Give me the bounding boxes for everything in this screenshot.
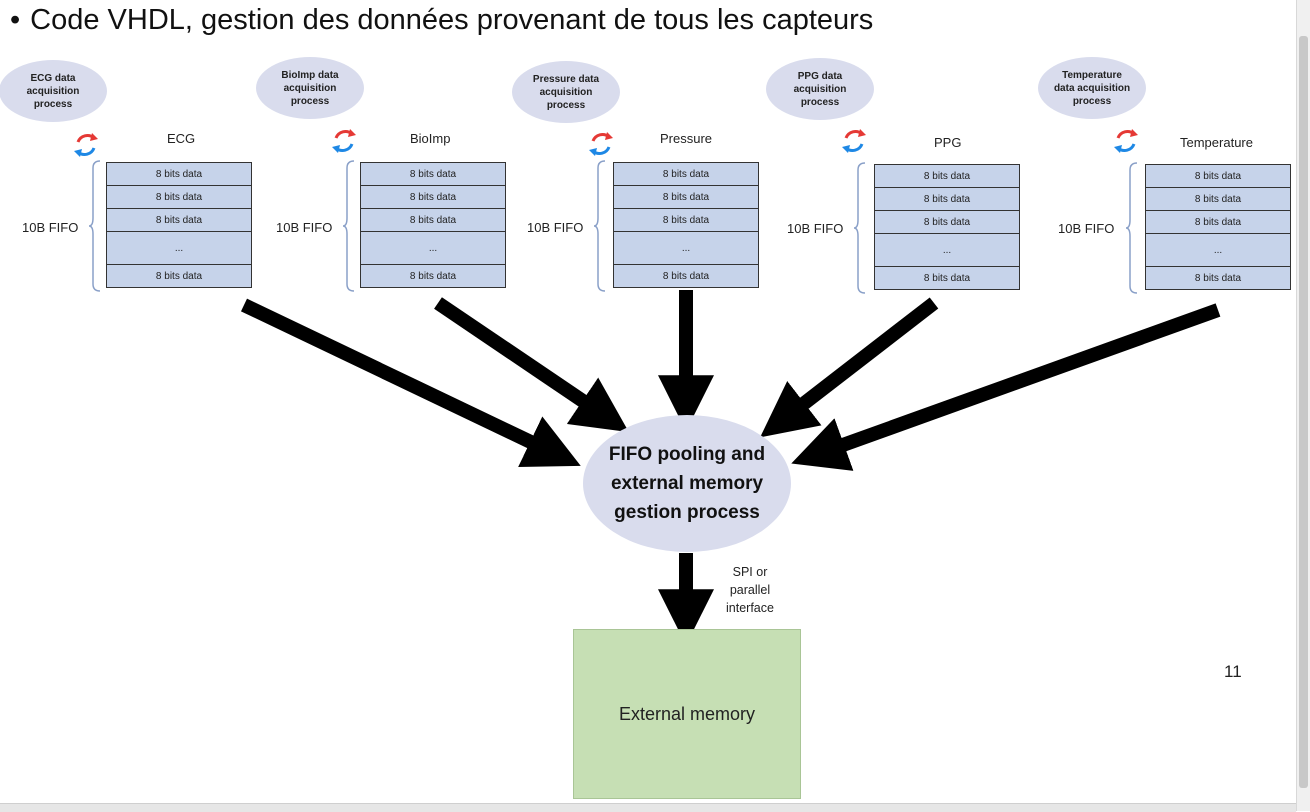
external-memory-block: External memory: [573, 629, 801, 799]
bioimp-sync-icon: [332, 129, 356, 153]
fifo-cell: 8 bits data: [875, 211, 1019, 234]
temperature-process-bubble: Temperature data acquisition process: [1038, 57, 1146, 119]
ppg-fifo: 8 bits data 8 bits data 8 bits data ... …: [874, 164, 1020, 290]
fifo-cell: 8 bits data: [923, 272, 971, 284]
fifo-cell: 8 bits data: [875, 188, 1019, 211]
ppg-sync-icon: [842, 129, 866, 153]
bottom-bar: [0, 803, 1296, 812]
pressure-sensor-name: Pressure: [660, 131, 713, 146]
ecg-to-pool-arrow: [240, 298, 581, 467]
pressure-process-bubble: Pressure data acquisition process: [512, 61, 620, 123]
fifo-cell: 8 bits data: [361, 209, 505, 232]
ppg-to-pool-arrow: [760, 297, 939, 438]
fifo-cell-ellipsis: ...: [875, 234, 1019, 267]
pool-label: FIFO pooling and external memory gestion…: [608, 444, 766, 523]
temperature-sensor-name: Temperature: [1180, 135, 1253, 150]
bioimp-fifo-size-label: 10B FIFO: [276, 220, 333, 235]
pressure-fifo: 8 bits data 8 bits data 8 bits data ... …: [613, 162, 759, 288]
bioimp-to-pool-arrow: [434, 297, 629, 433]
pressure-fifo-brace: [593, 160, 606, 292]
fifo-cell: 8 bits data: [1146, 165, 1290, 188]
fifo-cell: 8 bits data: [409, 270, 457, 282]
fifo-pooling-process: FIFO pooling and external memory gestion…: [583, 415, 791, 552]
fifo-cell-ellipsis: ...: [107, 232, 251, 265]
fifo-cell: 8 bits data: [155, 270, 203, 282]
fifo-cell: 8 bits data: [107, 186, 251, 209]
slide-title: • Code VHDL, gestion des données provenan…: [10, 4, 873, 37]
fifo-cell-ellipsis: ...: [614, 232, 758, 265]
fifo-cell-ellipsis: ...: [361, 232, 505, 265]
ecg-fifo-size-label: 10B FIFO: [22, 220, 79, 235]
ecg-sync-icon: [74, 133, 98, 157]
fifo-cell: 8 bits data: [107, 209, 251, 232]
bioimp-sensor-name: BioImp: [410, 131, 451, 146]
ecg-sensor-name: ECG: [167, 131, 196, 146]
page-number: 11: [1224, 662, 1242, 681]
ppg-fifo-size-label: 10B FIFO: [787, 221, 844, 236]
fifo-cell: 8 bits data: [1146, 188, 1290, 211]
fifo-cell: 8 bits data: [875, 165, 1019, 188]
ecg-fifo-brace: [88, 160, 101, 292]
connection-arrows: [240, 290, 1221, 646]
fifo-cell: 8 bits data: [1146, 211, 1290, 234]
title-text: Code VHDL, gestion des données provenant…: [30, 4, 874, 36]
temperature-sync-icon: [1114, 129, 1138, 153]
scrollbar-thumb[interactable]: [1299, 36, 1308, 788]
fifo-cell: 8 bits data: [614, 163, 758, 186]
fifo-cell-ellipsis: ...: [1146, 234, 1290, 267]
ecg-process-bubble: ECG data acquisition process: [0, 60, 107, 122]
temperature-process-label: Temperature data acquisition process: [1053, 69, 1131, 107]
ppg-process-bubble: PPG data acquisition process: [766, 58, 874, 120]
fifo-cell: 8 bits data: [1194, 272, 1242, 284]
fifo-cell: 8 bits data: [361, 186, 505, 209]
fifo-cell: 8 bits data: [361, 163, 505, 186]
slide: • Code VHDL, gestion des données provenan…: [0, 4, 1291, 799]
pressure-process-label: Pressure data acquisition process: [532, 73, 600, 111]
ppg-fifo-brace: [853, 162, 866, 294]
bioimp-fifo: 8 bits data 8 bits data 8 bits data ... …: [360, 162, 506, 288]
pressure-sync-icon: [589, 132, 613, 156]
pressure-fifo-size-label: 10B FIFO: [527, 220, 584, 235]
bioimp-fifo-brace: [342, 160, 355, 292]
temperature-fifo-size-label: 10B FIFO: [1058, 221, 1115, 236]
temperature-fifo: 8 bits data 8 bits data 8 bits data ... …: [1145, 164, 1291, 290]
bioimp-process-label: BioImp data acquisition process: [281, 69, 339, 107]
fifo-cell: 8 bits data: [662, 270, 710, 282]
bioimp-process-bubble: BioImp data acquisition process: [256, 57, 364, 119]
fifo-cell: 8 bits data: [107, 163, 251, 186]
fifo-cell: 8 bits data: [614, 186, 758, 209]
interface-label: SPI or parallel interface: [726, 565, 774, 615]
temperature-fifo-brace: [1125, 162, 1138, 294]
ppg-sensor-name: PPG: [934, 135, 962, 150]
external-memory-label: External memory: [618, 703, 756, 724]
fifo-cell: 8 bits data: [614, 209, 758, 232]
ecg-process-label: ECG data acquisition process: [26, 72, 80, 110]
ecg-fifo: 8 bits data 8 bits data 8 bits data ... …: [106, 162, 252, 288]
ppg-process-label: PPG data acquisition process: [793, 70, 847, 108]
title-bullet: •: [10, 4, 21, 36]
temperature-to-pool-arrow: [791, 303, 1221, 471]
